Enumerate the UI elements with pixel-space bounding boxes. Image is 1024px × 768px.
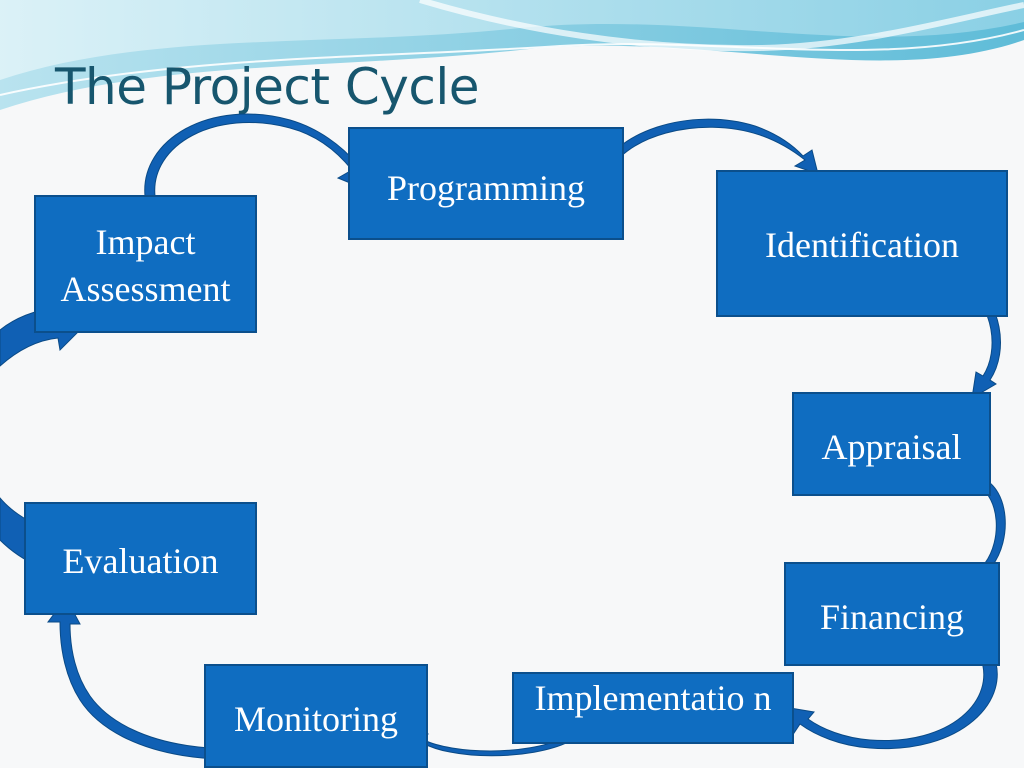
step-evaluation: Evaluation bbox=[24, 502, 257, 615]
curved-arrow-icon bbox=[597, 118, 819, 181]
step-label: Programming bbox=[387, 168, 585, 208]
step-financing: Financing bbox=[784, 562, 1000, 666]
step-label: Identification bbox=[765, 225, 959, 265]
step-label: Financing bbox=[820, 597, 964, 637]
step-monitoring: Monitoring bbox=[204, 664, 428, 768]
curved-arrow-icon bbox=[144, 113, 373, 197]
step-label: Appraisal bbox=[821, 427, 962, 467]
step-label: Evaluation bbox=[62, 541, 219, 581]
step-identification: Identification bbox=[716, 170, 1008, 317]
slide-title: The Project Cycle bbox=[55, 58, 480, 116]
step-label: Impact Assessment bbox=[60, 222, 231, 309]
step-label: Implementatio n bbox=[534, 678, 772, 718]
curved-arrow-icon bbox=[789, 651, 998, 750]
step-appraisal: Appraisal bbox=[792, 392, 991, 496]
step-impact-assessment: Impact Assessment bbox=[34, 195, 257, 333]
step-label: Monitoring bbox=[233, 699, 398, 739]
step-implementation: Implementatio n bbox=[512, 672, 794, 744]
step-programming: Programming bbox=[348, 127, 624, 240]
